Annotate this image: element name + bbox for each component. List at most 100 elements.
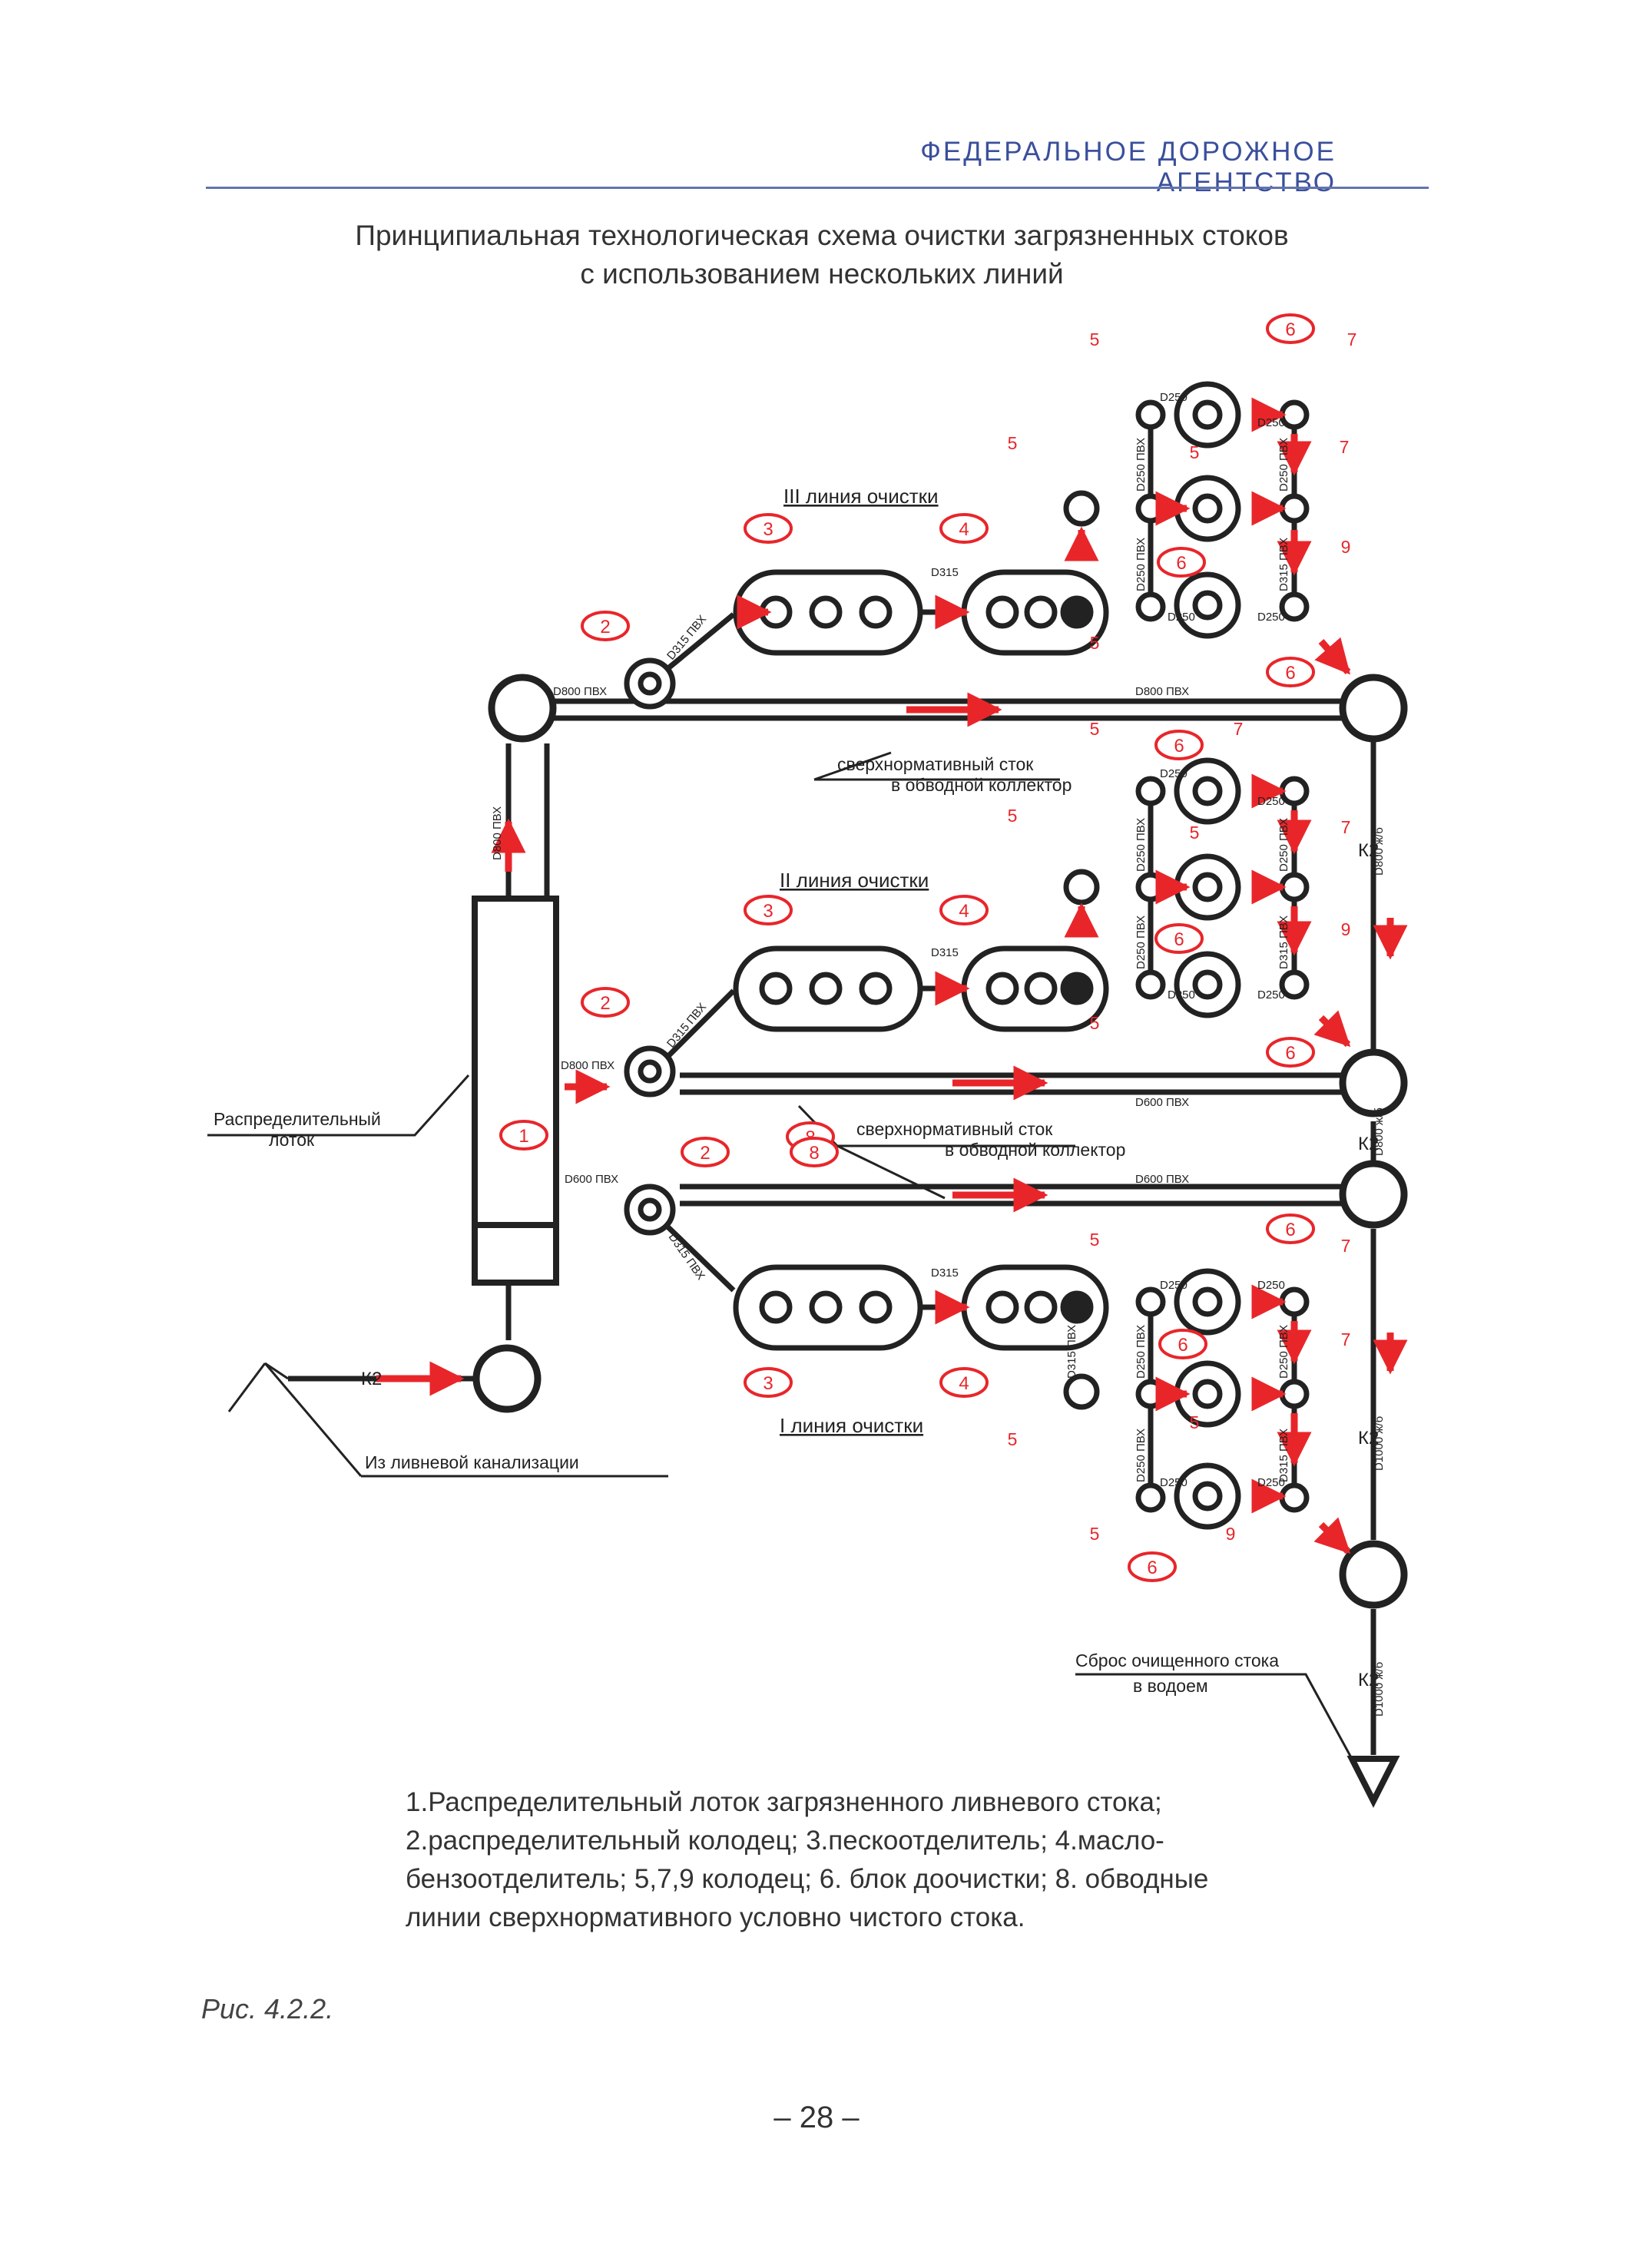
well-5-line3-inlet [1063, 490, 1100, 527]
pipe-label-d250p-1c: D250 ПВХ [1134, 1429, 1148, 1482]
line-2-units [624, 869, 1109, 1098]
marker-oval-19 [1158, 1329, 1207, 1359]
pipe-label-d250p-1d: D250 ПВХ [1277, 1325, 1290, 1379]
discharge-note-b: в водоем [1133, 1676, 1208, 1696]
pipe-label-d315-2d: D315 ПВХ [1277, 915, 1290, 969]
pipe-label-d250-j: D250 [1257, 1279, 1285, 1292]
pipe-label-d250-a: D250 [1160, 391, 1187, 404]
marker-label-12: 7 [1341, 817, 1351, 837]
marker-oval-9 [939, 1367, 989, 1398]
pipe-label-d250p-2c: D250 ПВХ [1277, 818, 1290, 872]
marker-number-19: 6 [1178, 1335, 1187, 1356]
k2-label-b: К2 [1358, 1134, 1379, 1154]
distributor-note-a: Распределительный [214, 1109, 381, 1129]
marker-number-15: 6 [1174, 736, 1184, 757]
well-bottom-right [1339, 1540, 1408, 1609]
marker-label-18: 7 [1341, 1236, 1351, 1256]
marker-label-1: 5 [1008, 433, 1018, 453]
discharge-outlet [1346, 1756, 1400, 1808]
pipe-label-d315-1a: D315 ПВХ [1065, 1325, 1078, 1379]
marker-number-11: 8 [809, 1143, 819, 1164]
well-5-line2-inlet [1063, 869, 1100, 906]
line-1-label: I линия очистки [780, 1414, 923, 1437]
main-wells [472, 674, 1408, 1609]
pipe-label-d315-line1: D315 [931, 1266, 959, 1280]
pipe-label-d800jb-b: D800 ж/б [1373, 1108, 1386, 1156]
legend-line-4: линии сверхнормативного условно чистого … [406, 1902, 1025, 1932]
marker-label-9: 5 [1190, 823, 1200, 843]
pipe-label-d600-line2: D600 ПВХ [1135, 1096, 1189, 1109]
marker-oval-20 [1128, 1551, 1177, 1582]
marker-label-6: 9 [1341, 537, 1351, 557]
pipe-label-d250-i: D250 [1160, 1279, 1187, 1292]
marker-number-8: 3 [763, 1373, 773, 1394]
marker-label-0: 5 [1090, 329, 1100, 349]
marker-oval-11 [790, 1137, 839, 1167]
page-number: – 28 – [773, 2101, 860, 2134]
marker-oval-8 [744, 1367, 793, 1398]
marker-number-12: 6 [1285, 320, 1295, 340]
marker-label-14: 5 [1090, 1230, 1100, 1250]
marker-number-5: 4 [959, 519, 969, 540]
main-pipes [288, 698, 1376, 1755]
pipe-label-d800-line2: D800 ПВХ [561, 1059, 614, 1072]
pipe-label-d250-l: D250 [1257, 1476, 1285, 1489]
marker-label-15: 5 [1008, 1429, 1018, 1449]
marker-number-16: 6 [1174, 929, 1184, 950]
marker-number-13: 6 [1176, 553, 1186, 574]
marker-number-18: 6 [1285, 1220, 1295, 1240]
pipe-label-d600-line1-left: D600 ПВХ [565, 1173, 618, 1186]
marker-number-0: 1 [518, 1126, 528, 1147]
pipe-label-d250-g: D250 [1168, 988, 1195, 1002]
well-top-left [488, 674, 557, 743]
flow-arrows [376, 397, 1408, 1554]
pipe-label-d250p-1b: D250 ПВХ [1134, 1325, 1148, 1379]
marker-oval-4 [744, 513, 793, 544]
pipe-label-d250p-2a: D250 ПВХ [1134, 818, 1148, 872]
excess-note-top-a: сверхнормативный сток [837, 754, 1034, 774]
k2-label-a: К2 [1358, 840, 1379, 861]
marker-oval-12 [1266, 313, 1315, 344]
pipe-label-d250p-3b: D250 ПВХ [1134, 538, 1148, 591]
legend: 1.Распределительный лоток загрязненного … [406, 1783, 1274, 1937]
marker-label-3: 5 [1090, 633, 1100, 653]
component-markers: 1222343434886666666665555779555577955557… [499, 313, 1357, 1582]
line-1-units [624, 1184, 1109, 1410]
pipe-label-d250p-2b: D250 ПВХ [1134, 915, 1148, 969]
pipe-label-d250-c: D250 [1168, 611, 1195, 624]
pipe-label-d250-f: D250 [1257, 795, 1285, 808]
marker-oval-14 [1266, 657, 1315, 687]
well-5-line1-inlet [1063, 1373, 1100, 1410]
pipe-label-d315-3d: D315 ПВХ [1277, 538, 1290, 591]
marker-label-2: 5 [1190, 442, 1200, 462]
pipe-label-d600-line1-right: D600 ПВХ [1135, 1173, 1189, 1186]
legend-line-3: бензоотделитель; 5,7,9 колодец; 6. блок … [406, 1864, 1209, 1894]
marker-number-14: 6 [1285, 663, 1295, 684]
marker-oval-16 [1154, 923, 1204, 954]
marker-oval-3 [681, 1137, 730, 1167]
marker-number-20: 6 [1147, 1558, 1157, 1578]
legend-line-2: 2.распределительный колодец; 3.пескоотде… [406, 1826, 1164, 1856]
excess-note-mid-b: в обводной коллектор [945, 1140, 1125, 1160]
marker-label-8: 5 [1008, 806, 1018, 826]
marker-label-20: 9 [1226, 1524, 1236, 1544]
line-3-label: III линия очистки [783, 485, 939, 508]
header-rule [206, 187, 1429, 189]
pipe-label-d800-vertical: D800 ПВХ [491, 806, 504, 860]
marker-label-4: 7 [1347, 329, 1357, 349]
marker-oval-18 [1266, 1213, 1315, 1244]
marker-label-5: 7 [1340, 437, 1350, 457]
marker-number-4: 3 [763, 519, 773, 540]
storm-sewer-note: Из ливневой канализации [365, 1452, 579, 1472]
marker-oval-5 [939, 513, 989, 544]
pipe-label-d315-line2: D315 [931, 946, 959, 959]
marker-label-17: 5 [1090, 1524, 1100, 1544]
page-title: Принципиальная технологическая схема очи… [230, 217, 1413, 293]
marker-oval-1 [581, 611, 630, 641]
pipe-label-d250p-3a: D250 ПВХ [1134, 438, 1148, 492]
pipe-label-d250-k: D250 [1160, 1476, 1187, 1489]
title-line-2: с использованием нескольких линий [580, 258, 1064, 290]
marker-label-11: 7 [1234, 719, 1244, 739]
well-low-right [1339, 1160, 1408, 1229]
